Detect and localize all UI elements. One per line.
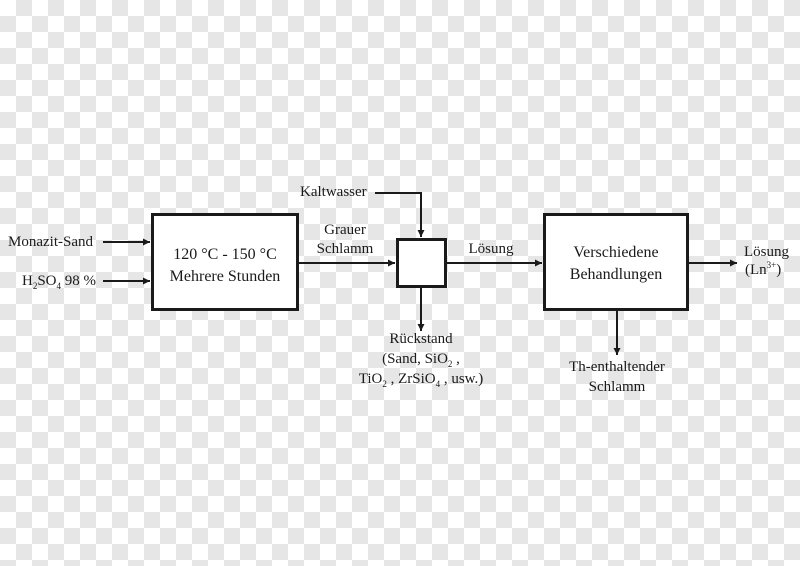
grey-sludge-label-line1: Grauer — [324, 222, 366, 238]
digestion-box: 120 °C - 150 °C Mehrere Stunden — [151, 213, 299, 311]
acid-label: H2SO4 98 % — [22, 273, 97, 291]
arrow-cold-water — [375, 192, 425, 237]
residue-label-line3: TiO2 , ZrSiO4 , usw.) — [358, 371, 484, 389]
solution-label: Lösung — [468, 241, 514, 257]
digestion-temperature: 120 °C - 150 °C — [173, 246, 277, 263]
final-solution-label-line1: Lösung — [744, 244, 789, 260]
treatment-box: Verschiedene Behandlungen — [543, 213, 689, 311]
grey-sludge-label-line2: Schlamm — [316, 241, 374, 257]
treatment-line1: Verschiedene — [573, 244, 659, 261]
final-solution-label-line2: (Ln3+) — [745, 260, 782, 279]
th-sludge-label-line1: Th-enthaltender — [569, 359, 665, 375]
digestion-duration: Mehrere Stunden — [169, 268, 281, 285]
monazite-sand-label: Monazit-Sand — [8, 234, 93, 250]
treatment-line2: Behandlungen — [569, 266, 663, 283]
mixing-box — [396, 238, 447, 288]
cold-water-label: Kaltwasser — [300, 184, 367, 200]
residue-label-line2: (Sand, SiO2 , — [382, 351, 460, 369]
th-sludge-label-line2: Schlamm — [588, 379, 646, 395]
residue-label-line1: Rückstand — [389, 331, 453, 347]
